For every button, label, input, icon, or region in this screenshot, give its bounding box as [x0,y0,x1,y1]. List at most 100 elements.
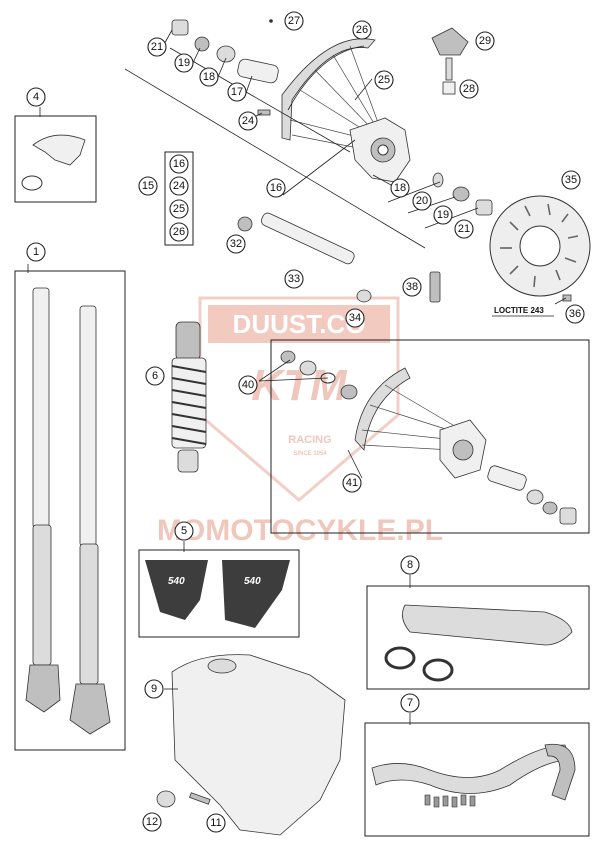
fork-guard-clip [21,175,43,191]
axle-nut-34 [356,289,372,303]
fork-leg-left-upper [32,287,50,529]
bearing-18a [216,45,236,63]
box-rear-wheel [270,339,590,534]
fork-leg-right-lower [79,543,99,685]
rear-wheel-assembly [280,350,577,525]
rear-bearing-left-1 [280,350,296,364]
callout-26: 26 [352,20,372,40]
callout-27: 27 [284,11,304,31]
callout-1: 1 [26,242,46,262]
fuel-tank [156,654,346,836]
callout-34: 34 [345,308,365,328]
fork-guard [32,134,86,166]
rear-spokes [361,384,459,451]
svg-text:26: 26 [173,226,185,238]
axle-spacer-32 [237,216,253,232]
callout-12: 12 [142,812,162,832]
rear-hub-bore [452,439,474,461]
seal-19a [194,36,210,52]
screw-36 [562,294,572,302]
brake-disc-35-center [519,225,561,267]
bolt-11 [189,792,211,805]
svg-text:6: 6 [152,370,158,382]
seal-19b [452,186,470,202]
svg-text:17: 17 [231,86,243,98]
box-front-forks [14,270,126,751]
rear-bearing-left-2 [299,360,317,376]
callout-25: 25 [374,70,394,90]
silencer-clamp-1 [384,646,416,670]
decal-right [222,560,290,628]
decals: 540 540 [145,560,290,628]
callout-41: 41 [342,473,362,493]
watermark-tagline-1: RACING [288,434,331,446]
rear-spacer-right [559,507,577,525]
spacer-21b [475,199,493,216]
fuel-tank-body [171,654,346,836]
svg-text:16: 16 [173,158,185,170]
fork-foot-left [25,664,61,713]
svg-text:19: 19 [437,209,449,221]
svg-text:24: 24 [242,115,254,127]
loctite-note: LOCTITE 243 [494,306,544,315]
callout-16a: 16 [266,178,286,198]
callout-6: 6 [145,366,165,386]
decal-right-number: 540 [244,576,261,587]
svg-text:36: 36 [569,308,581,320]
spacer-21a [171,19,189,36]
svg-text:32: 32 [230,238,242,250]
front-rim [281,38,376,141]
bolt-24 [257,109,271,116]
valve-cap-29 [431,27,469,56]
rear-distance-tube [487,465,527,491]
valve-nut-28 [442,81,456,95]
watermark: DUUST.CO KTM RACING SINCE 1954 MOMOTOCYK… [157,296,443,547]
svg-text:24: 24 [173,180,185,192]
svg-text:21: 21 [458,223,470,235]
svg-text:34: 34 [349,312,361,324]
rear-bearing-right [526,489,544,505]
svg-text:21: 21 [151,41,163,53]
svg-text:12: 12 [146,816,158,828]
callout-4: 4 [26,87,46,107]
callout-21b: 21 [454,219,474,239]
callout-15: 15 [138,176,158,196]
callout-38: 38 [402,277,422,297]
svg-text:41: 41 [346,477,358,489]
watermark-logo: KTM [251,361,348,410]
svg-text:28: 28 [463,83,475,95]
svg-text:18: 18 [394,182,406,194]
valve-insert-38 [429,271,441,303]
front-wheel-assembly [171,19,493,216]
callout-40: 40 [238,375,258,395]
callout-19b: 19 [433,205,453,225]
callout-33: 33 [284,269,304,289]
silencer-clamp-2 [422,658,454,682]
svg-text:40: 40 [242,379,254,391]
decal-left [145,560,208,620]
svg-text:8: 8 [407,559,413,571]
distance-tube-17 [237,58,279,84]
box-kit-list [164,151,194,246]
kit-callout-16: 16 [169,154,189,174]
header-pipe-body [371,744,571,794]
callout-35: 35 [561,170,581,190]
kit-callout-26: 26 [169,222,189,242]
callout-36: 36 [565,304,585,324]
svg-text:25: 25 [378,74,390,86]
bearing-18b [432,172,444,188]
svg-text:19: 19 [178,57,190,69]
silencer [384,604,573,682]
kit-callout-24: 24 [169,176,189,196]
brake-disc-35-slots [500,203,579,288]
callout-18a: 18 [199,67,219,87]
callout-24: 24 [238,111,258,131]
svg-text:9: 9 [151,683,157,695]
watermark-brand: DUUST.CO [233,309,366,339]
valve-stem-28 [445,57,453,81]
svg-text:5: 5 [181,525,187,537]
svg-text:7: 7 [407,697,413,709]
watermark-site: MOMOTOCYKLE.PL [157,514,443,547]
callout-21a: 21 [147,37,167,57]
svg-text:11: 11 [210,817,221,829]
